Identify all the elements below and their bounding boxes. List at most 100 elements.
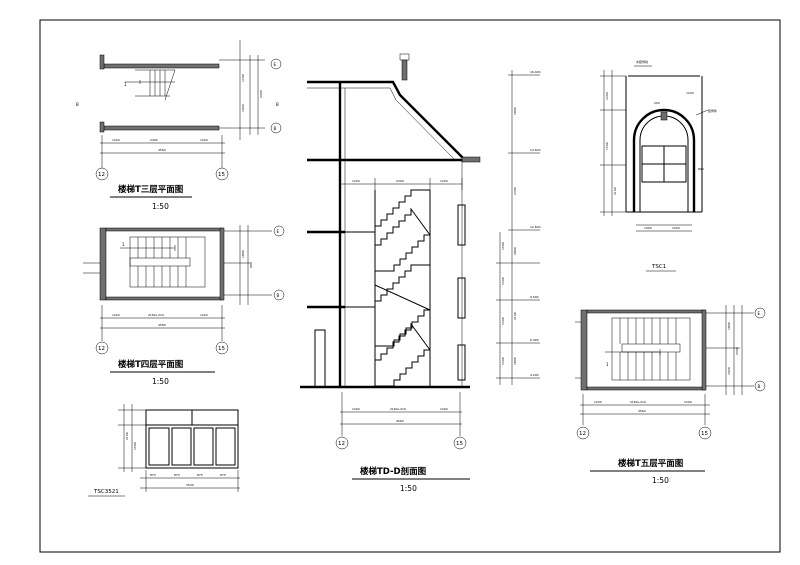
dim-text: 2160+210 <box>148 313 164 317</box>
dim-text: 1500 <box>501 357 505 365</box>
plan-5f-marker: 1 <box>606 362 609 367</box>
plan-5f-bottom-dims <box>580 394 710 425</box>
level-text: 6.300 <box>530 338 539 342</box>
window-panes <box>148 427 236 466</box>
dim-text: 1700 <box>241 74 245 82</box>
dim-text: 2460 <box>259 90 263 98</box>
dim-text: 2300 <box>735 347 739 355</box>
dim-text: 1200 <box>200 138 208 142</box>
roof-inner-line <box>307 87 456 161</box>
tsc1-note: 装饰件 <box>708 108 717 113</box>
axis-bubble <box>335 436 349 450</box>
plan-4f: 1 1800 900 E B 1200 2160+210 1200 4560 1… <box>83 225 285 386</box>
drawing-scale: 1:50 <box>152 377 169 386</box>
level-text: 4.200 <box>530 373 539 377</box>
dim-text: 3500 <box>186 483 194 487</box>
stair-flights <box>345 189 431 388</box>
section-marker: B <box>276 102 279 107</box>
axis-bubble <box>754 307 766 319</box>
section-bottom-dims <box>340 392 462 436</box>
plan-4f-wall-right <box>219 227 225 301</box>
dim-text: 1500 <box>501 277 505 285</box>
plan-4f-bottom-dims <box>100 305 225 341</box>
dim-text: 1200 <box>200 313 208 317</box>
axis-bubble <box>273 289 285 301</box>
plan-3f-marker: 1 <box>124 82 127 87</box>
plan-5f-right-axis-lines <box>706 305 754 395</box>
window-tsc3521-dims <box>118 404 240 492</box>
plan-4f-wall-left <box>99 227 107 301</box>
axis-label: 15 <box>218 346 225 352</box>
plan-5f-wall-right <box>701 309 707 391</box>
axis-bubble <box>215 341 229 355</box>
plan-5f-stair <box>575 317 691 381</box>
dim-text: 1500 <box>605 142 609 150</box>
leader-line <box>695 109 709 116</box>
axis-bubble <box>698 426 712 440</box>
dim-text: 1000 <box>644 226 652 230</box>
tsc1-keystone <box>660 111 668 121</box>
axis-bubble <box>95 341 109 355</box>
axis-bubble <box>270 122 282 134</box>
window-tsc3521: 2100 1500 875 875 875 875 3500 TSC3521 <box>88 404 240 497</box>
floor-slabs <box>300 158 470 389</box>
drawing-scale: 1:50 <box>652 476 669 485</box>
plan-3f-bottom-dims <box>100 135 225 168</box>
drawing-scale: 1:50 <box>152 202 169 211</box>
axis-label: B <box>277 293 280 298</box>
axis-label: B <box>274 126 277 131</box>
dim-text: 1500 <box>501 317 505 325</box>
axis-label: 12 <box>98 172 105 178</box>
drawing-title: 楼梯T五层平面图 <box>618 458 683 469</box>
plan-4f-stair <box>83 236 206 288</box>
section-dd: 1200 2300 1200 1200 2160+210 1200 4560 1… <box>300 53 541 493</box>
dim-text: 1800 <box>241 250 245 258</box>
dim-text: 1200 <box>112 313 120 317</box>
dim-text: 1200 <box>684 400 692 404</box>
plan-3f-wall-bottom <box>103 125 220 131</box>
plan-5f: 1 1800 2300 1020 E B 1200 2160+210 1200 … <box>575 305 766 485</box>
axis-label: 12 <box>98 346 105 352</box>
dim-text: 2100 <box>613 187 617 195</box>
chimney <box>401 59 408 81</box>
dim-text: 1200 <box>594 400 602 404</box>
section-level-dims <box>496 70 540 385</box>
dim-text: 900 <box>249 262 253 268</box>
plan-3f-column <box>99 121 105 133</box>
axis-bubble <box>270 58 282 70</box>
axis-label: 12 <box>338 441 345 447</box>
plan-4f-marker: 1 <box>122 242 125 247</box>
axis-label: E <box>274 62 277 67</box>
axis-label: E <box>758 311 761 316</box>
plan-4f-wall-bottom <box>105 296 223 301</box>
landing-openings <box>314 204 466 388</box>
axis-label: E <box>277 229 280 234</box>
dim-text: 1200 <box>686 91 694 95</box>
dim-text: 875 <box>174 473 180 477</box>
plan-5f-wall-left <box>580 309 588 391</box>
level-text: 12.600 <box>530 225 541 229</box>
tsc1-note: 木装饰线 <box>636 59 648 64</box>
dim-text: 875 <box>197 473 203 477</box>
dim-text: 4560 <box>158 323 166 327</box>
plan-3f-stair <box>125 69 176 101</box>
drawing-title: 楼梯TD-D剖面图 <box>360 466 426 477</box>
window-label: TSC3521 <box>93 489 119 495</box>
dim-text: 2800 <box>513 247 517 255</box>
dim-text: 200 <box>654 101 660 105</box>
window-label: TSC1 <box>651 264 666 270</box>
plan-3f-wall-top <box>103 63 220 69</box>
plan-4f-wall-top <box>105 227 223 232</box>
dim-text: 1800 <box>727 322 731 330</box>
dim-text: 1800 <box>513 107 517 115</box>
dim-text: 4560 <box>396 419 404 423</box>
dim-text: 2160+210 <box>390 407 406 411</box>
dim-text: 2300 <box>396 179 404 183</box>
dim-text: 1500 <box>133 442 137 450</box>
drawing-scale: 1:50 <box>400 484 417 493</box>
axis-label: 15 <box>701 431 708 437</box>
dim-text: 1020 <box>727 367 731 375</box>
plan-3f: 1 1700 1020 2460 E B B B 1200 2490 1200 … <box>76 40 282 211</box>
dim-text: 1200 <box>440 179 448 183</box>
